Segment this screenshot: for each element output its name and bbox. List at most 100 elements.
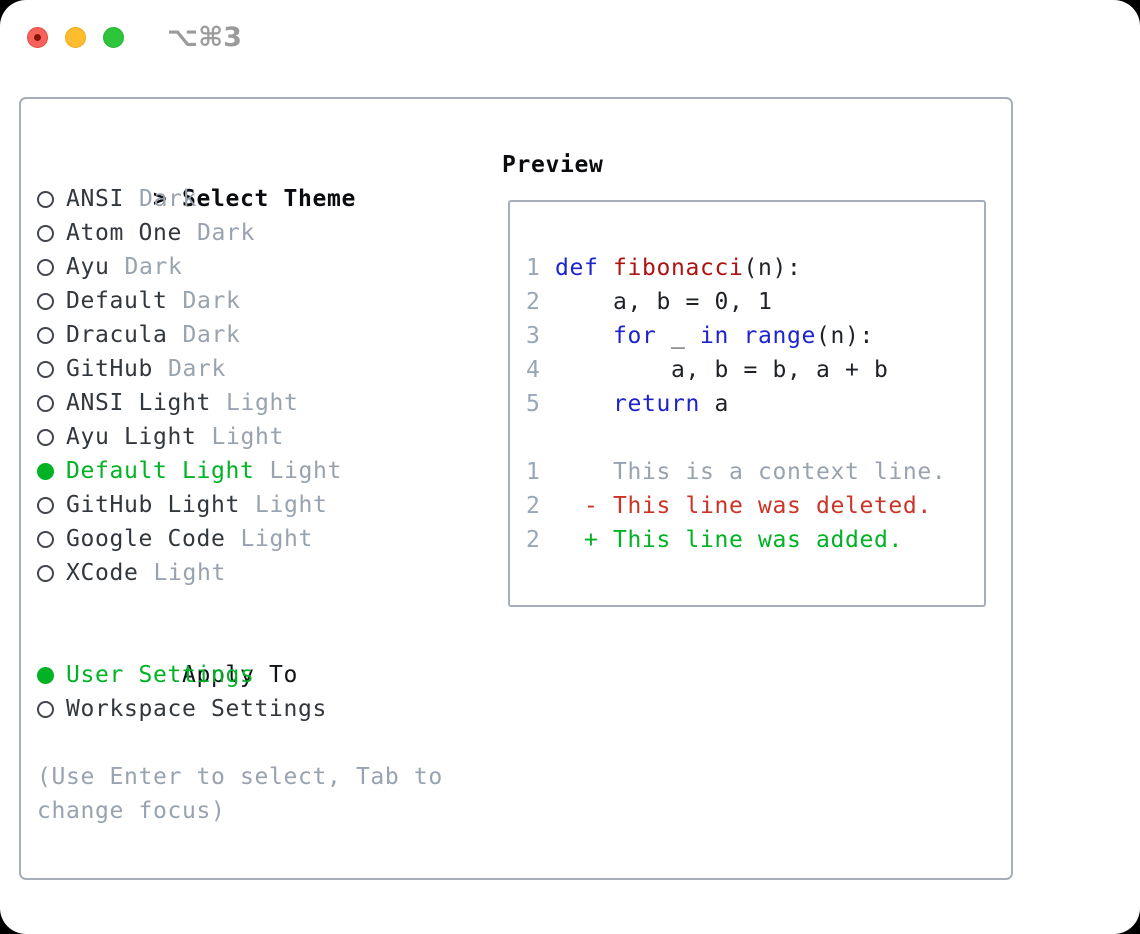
radio-icon <box>37 667 54 684</box>
code-token: This is a context line. <box>555 459 947 485</box>
code-token: (n): <box>743 255 802 281</box>
code-token: for <box>613 323 657 349</box>
prompt-icon: > <box>152 186 167 212</box>
radio-cell <box>37 216 66 250</box>
code-line: 2 - This line was deleted. <box>526 489 984 523</box>
theme-variant: Light <box>254 492 328 518</box>
code-token: a, b = 0, 1 <box>555 289 773 315</box>
radio-cell <box>37 522 66 556</box>
close-button[interactable] <box>27 27 48 48</box>
radio-cell <box>37 352 66 386</box>
radio-cell <box>37 454 66 488</box>
theme-variant: Dark <box>196 220 255 246</box>
radio-icon <box>37 327 54 344</box>
theme-variant: Dark <box>139 186 197 212</box>
theme-option[interactable]: Ayu Light Light <box>37 420 487 454</box>
theme-option[interactable]: GitHub Dark <box>37 352 487 386</box>
theme-variant: Light <box>240 526 313 552</box>
theme-name: Default Light <box>66 458 255 484</box>
select-theme-title: Select Theme <box>181 186 356 212</box>
apply-to-option[interactable]: Workspace Settings <box>37 692 487 726</box>
theme-option[interactable]: GitHub Light Light <box>37 488 487 522</box>
theme-name: Dracula <box>66 322 168 348</box>
select-theme-header: > Select Theme <box>37 148 487 212</box>
spacer <box>37 726 487 760</box>
apply-to-header: Apply To <box>37 624 487 688</box>
code-token: (n): <box>816 323 874 349</box>
radio-cell <box>37 386 66 420</box>
theme-name: XCode <box>66 560 139 586</box>
close-dot-icon <box>34 34 41 41</box>
code-token <box>729 323 744 349</box>
code-line: 4 a, b = b, a + b <box>526 353 984 387</box>
theme-variant: Light <box>225 390 299 416</box>
theme-name: Ayu Light <box>66 424 197 450</box>
code-token: _ <box>656 323 700 349</box>
code-token: + This line was added. <box>555 527 903 553</box>
radio-cell <box>37 692 66 726</box>
code-line: 5 return a <box>526 387 984 421</box>
radio-icon <box>37 293 54 310</box>
theme-option[interactable]: Atom One Dark <box>37 216 487 250</box>
radio-icon <box>37 531 54 548</box>
theme-name: GitHub <box>66 356 153 382</box>
code-token: def <box>555 255 599 281</box>
code-token: range <box>743 323 816 349</box>
preview-header: Preview <box>502 152 604 178</box>
apply-to-title: Apply To <box>181 662 298 688</box>
radio-icon <box>37 497 54 514</box>
theme-variant: Light <box>211 424 284 450</box>
apply-to-option[interactable]: User Settings <box>37 658 487 692</box>
radio-cell <box>37 318 66 352</box>
code-token: a, b = b, a + b <box>555 357 889 383</box>
code-token <box>555 323 613 349</box>
radio-cell <box>37 284 66 318</box>
theme-name: Ayu <box>66 254 110 280</box>
line-number: 1 <box>526 255 541 281</box>
radio-icon <box>37 565 54 582</box>
radio-cell <box>37 556 66 590</box>
minimize-button[interactable] <box>65 27 86 48</box>
theme-option[interactable]: Google Code Light <box>37 522 487 556</box>
radio-icon <box>37 259 54 276</box>
code-token: return <box>613 391 700 417</box>
line-number: 1 <box>526 459 541 485</box>
radio-icon <box>37 361 54 378</box>
apply-to-label: User Settings <box>66 662 255 688</box>
theme-name: Atom One <box>66 220 182 246</box>
spacer <box>37 590 487 624</box>
theme-name: GitHub Light <box>66 492 240 518</box>
apply-to-label: Workspace Settings <box>66 696 327 722</box>
radio-cell <box>37 250 66 284</box>
theme-name: Google Code <box>66 526 226 552</box>
code-token <box>555 391 613 417</box>
theme-variant: Dark <box>182 288 241 314</box>
theme-variant: Dark <box>167 356 226 382</box>
zoom-button[interactable] <box>103 27 124 48</box>
code-token: - This line was deleted. <box>555 493 932 519</box>
window-title: ⌥⌘3 <box>167 22 242 53</box>
line-number: 2 <box>526 289 541 315</box>
radio-cell <box>37 420 66 454</box>
line-number: 4 <box>526 357 541 383</box>
radio-cell <box>37 658 66 692</box>
code-token <box>599 255 614 281</box>
radio-icon <box>37 225 54 242</box>
code-token: in <box>700 323 729 349</box>
line-number: 2 <box>526 493 541 519</box>
code-line: 2 + This line was added. <box>526 523 984 557</box>
line-number: 2 <box>526 527 541 553</box>
